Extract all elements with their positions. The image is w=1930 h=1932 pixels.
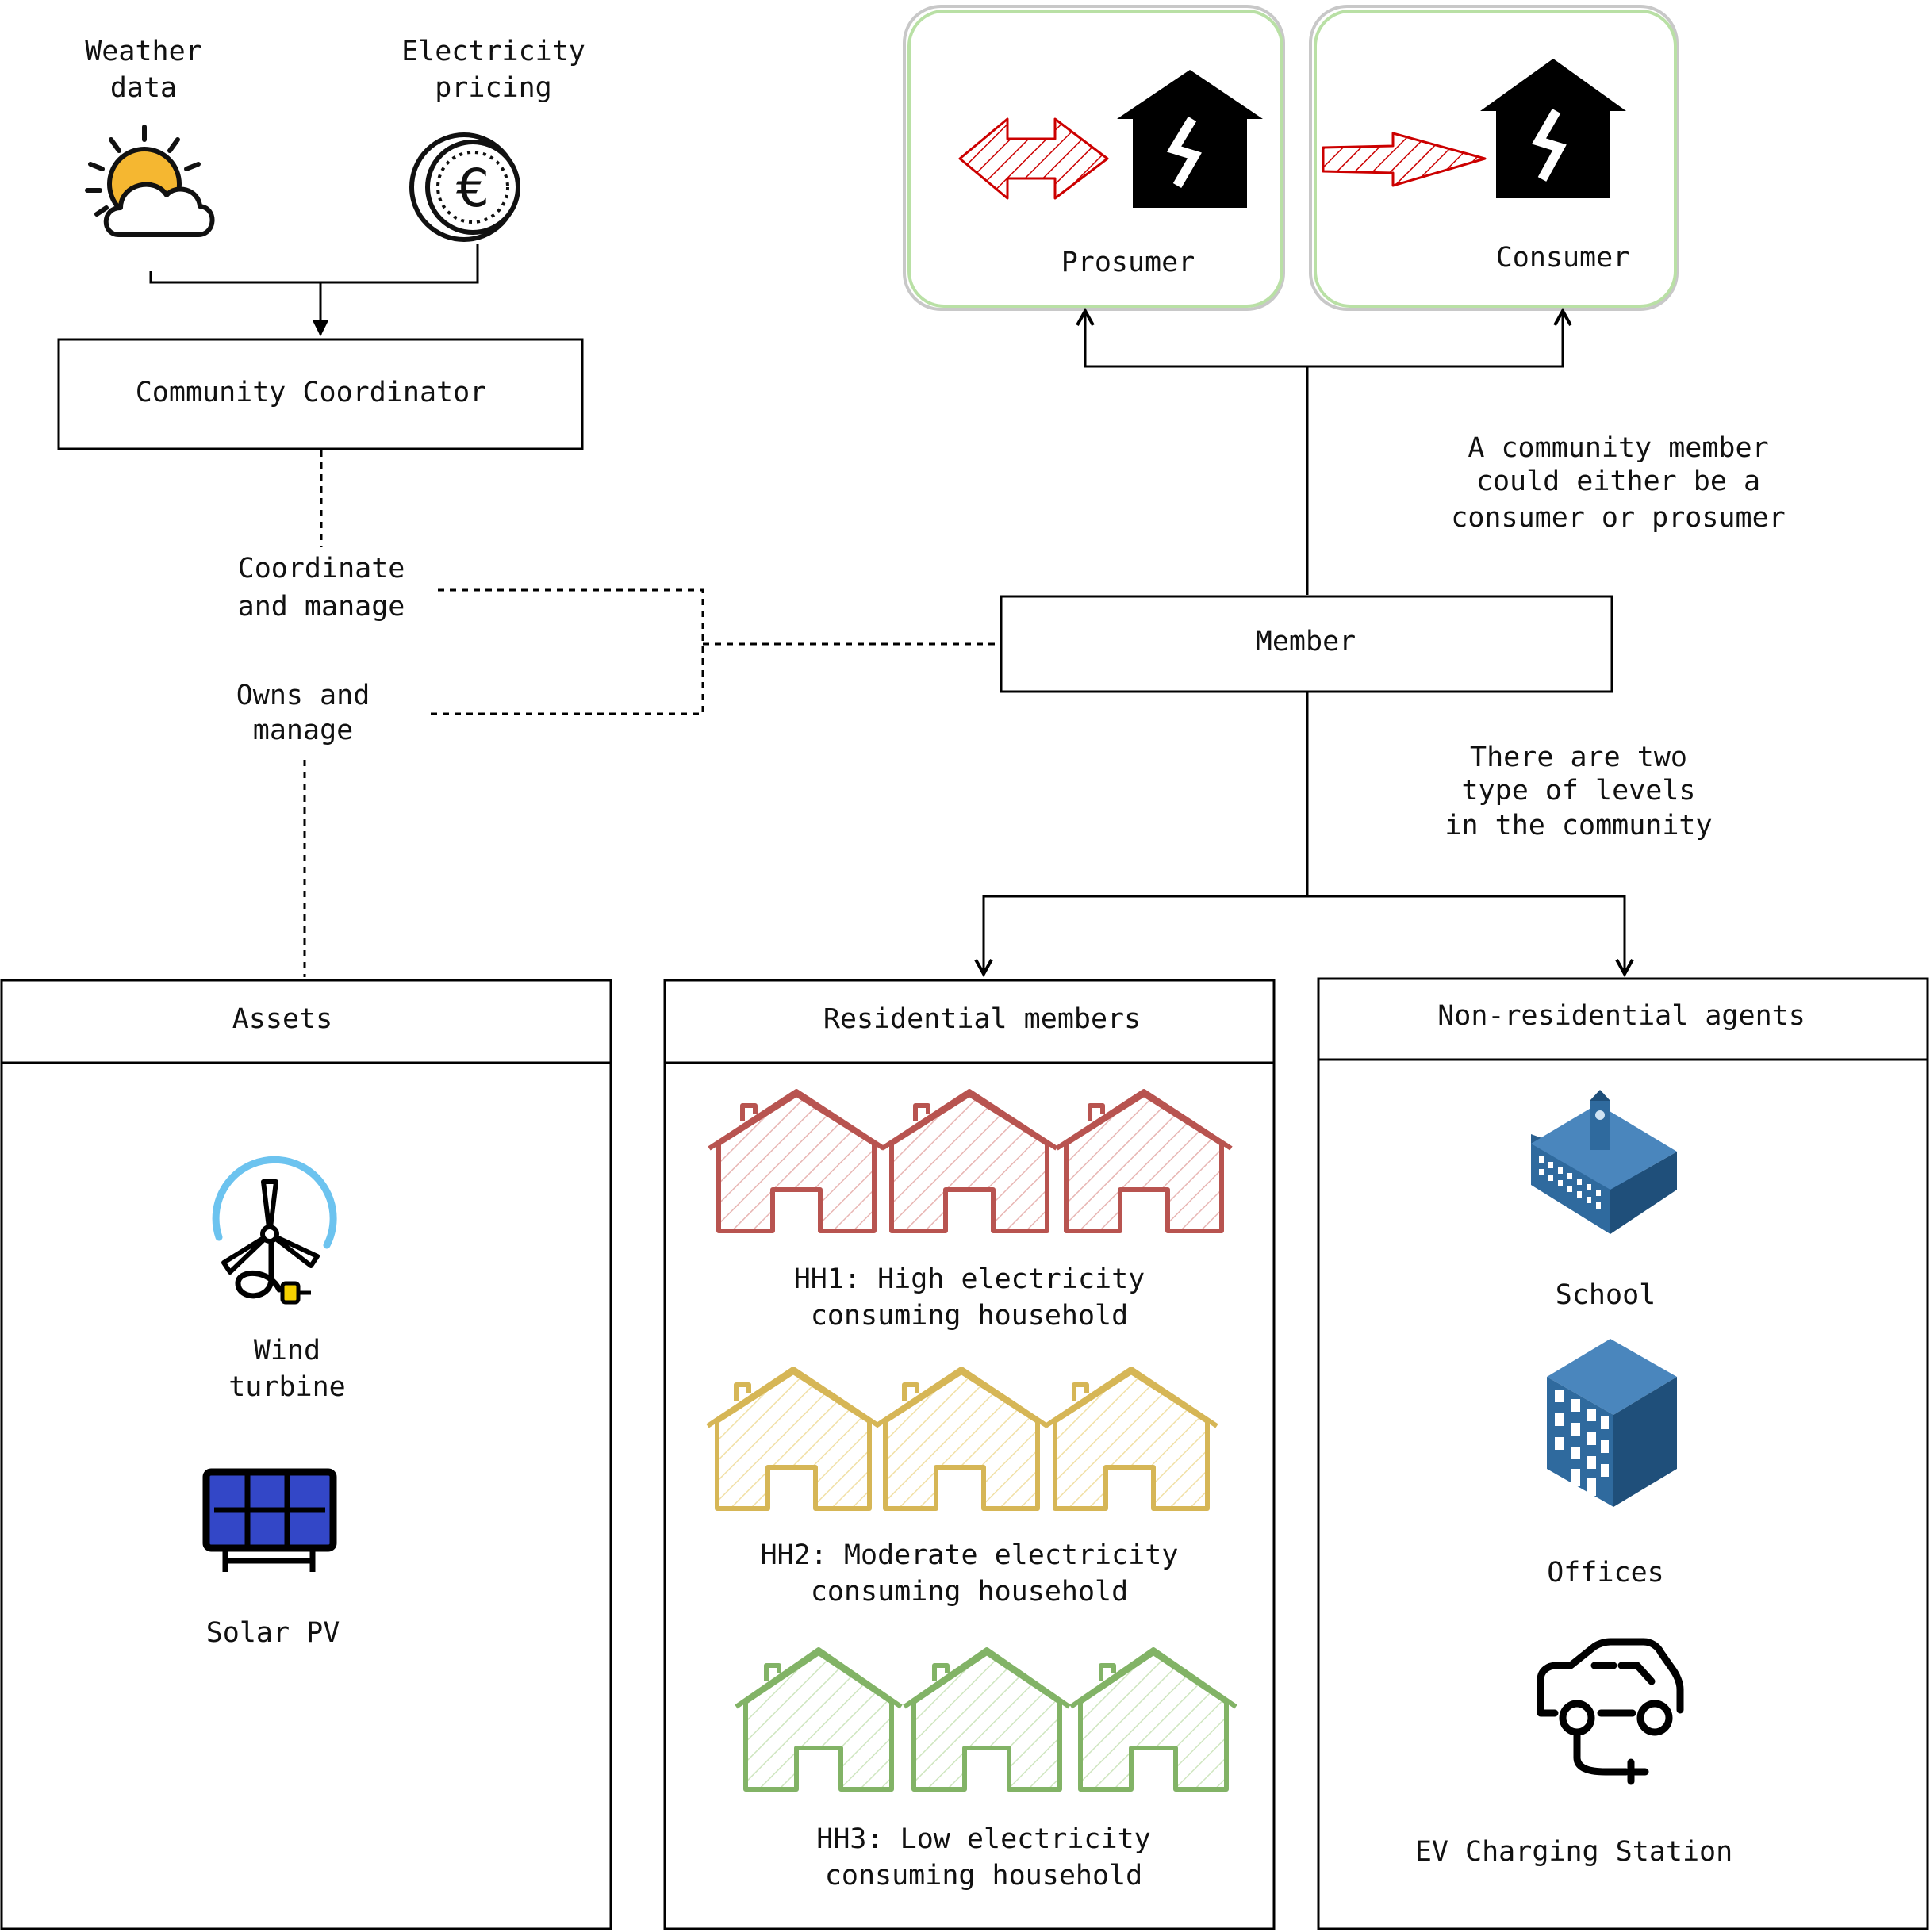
hh2-label-line2: consuming household (811, 1576, 1128, 1608)
euro-coin-icon: € (409, 132, 520, 242)
member-types-note-line3: consumer or prosumer (1451, 502, 1785, 534)
member-levels-note: There are two (1470, 742, 1687, 773)
hh3-label-line2: consuming household (825, 1860, 1142, 1892)
owns-relation-label: Owns and (236, 680, 370, 711)
coordinate-relation-label: Coordinate (238, 553, 405, 585)
weather-icon (85, 125, 215, 237)
assets-panel: Assets Wind turbine (0, 979, 612, 1930)
member-type-connector (1085, 311, 1563, 595)
hh3-label: HH3: Low electricity (816, 1823, 1150, 1855)
consumer-card: Consumer (1309, 5, 1679, 311)
offices-label: Offices (1547, 1557, 1664, 1589)
solar-panel-icon (202, 1468, 337, 1572)
wind-turbine-icon (212, 1156, 337, 1305)
electricity-pricing-label-line2: pricing (435, 72, 552, 104)
one-way-arrow-icon (1322, 132, 1487, 187)
community-coordinator-box: Community Coordinator (57, 338, 584, 450)
weather-data-input: Weather data (85, 36, 215, 237)
ev-charging-icon (1537, 1638, 1684, 1785)
residential-members-title: Residential members (823, 1003, 1141, 1035)
residential-members-panel: Residential members HH1: High electricit… (663, 979, 1276, 1930)
owns-relation-label-line2: manage (253, 715, 353, 746)
moderate-consumption-houses-icon (706, 1367, 1218, 1511)
member-levels-note-line2: type of levels (1461, 775, 1695, 807)
member-box: Member (1000, 595, 1613, 693)
hh2-label: HH2: Moderate electricity (761, 1539, 1179, 1571)
solar-pv-label: Solar PV (206, 1617, 340, 1649)
hh1-label-line2: consuming household (811, 1300, 1128, 1332)
electricity-pricing-label: Electricity (401, 36, 585, 67)
relation-connectors (303, 450, 998, 977)
low-consumption-houses-icon (735, 1647, 1237, 1792)
hh1-label: HH1: High electricity (794, 1263, 1145, 1295)
bidirectional-arrow-icon (958, 117, 1109, 200)
office-building-icon (1547, 1339, 1677, 1507)
school-label: School (1556, 1279, 1656, 1311)
electricity-pricing-input: € Electricity pricing (401, 36, 585, 242)
member-types-note-line2: could either be a (1476, 466, 1760, 497)
svg-text:€: € (456, 158, 489, 219)
coordinate-relation-label-line2: and manage (238, 591, 405, 623)
prosumer-label: Prosumer (1061, 247, 1195, 278)
non-residential-agents-title: Non-residential agents (1437, 1000, 1805, 1032)
input-connector (149, 244, 479, 337)
wind-turbine-label: Wind (254, 1335, 320, 1367)
weather-data-label-line2: data (110, 72, 177, 104)
weather-data-label: Weather (85, 36, 202, 67)
school-building-icon (1531, 1090, 1677, 1234)
community-coordinator-label: Community Coordinator (136, 377, 487, 408)
consumer-house-icon (1480, 59, 1626, 198)
assets-title: Assets (232, 1003, 332, 1035)
prosumer-card: Prosumer (903, 5, 1285, 311)
member-types-note: A community member (1468, 432, 1768, 464)
consumer-label: Consumer (1496, 242, 1630, 274)
prosumer-house-icon (1117, 70, 1263, 208)
ev-charging-label: EV Charging Station (1415, 1836, 1732, 1868)
wind-turbine-label-line2: turbine (228, 1371, 346, 1403)
member-label: Member (1256, 626, 1356, 657)
non-residential-agents-panel: Non-residential agents School (1317, 977, 1929, 1930)
member-levels-note-line3: in the community (1445, 810, 1712, 841)
high-consumption-houses-icon (708, 1089, 1233, 1233)
member-level-connector (984, 692, 1625, 974)
